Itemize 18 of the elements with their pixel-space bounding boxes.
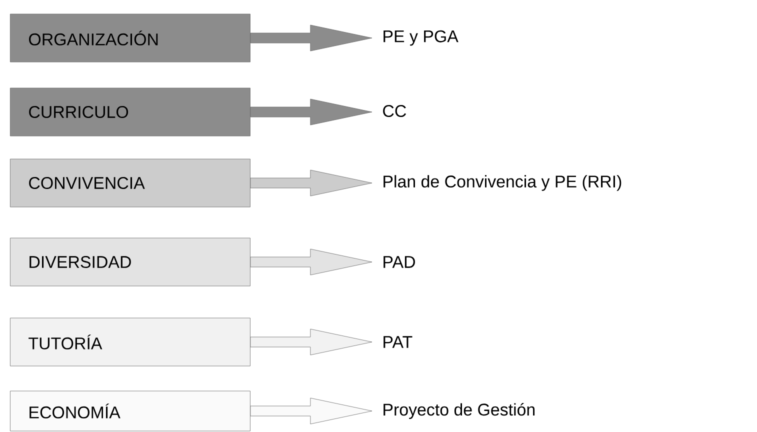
block-arrow xyxy=(250,24,372,52)
category-box: CONVIVENCIA xyxy=(10,158,250,208)
block-arrow xyxy=(250,328,372,356)
category-box: DIVERSIDAD xyxy=(10,238,250,286)
result-label: Plan de Convivencia y PE (RRI) xyxy=(384,175,622,191)
block-arrow xyxy=(250,398,372,424)
category-box: CURRICULO xyxy=(10,88,250,136)
category-box: ECONOMÍA xyxy=(10,390,250,432)
result-label: PAD xyxy=(384,256,415,268)
block-arrow xyxy=(250,248,372,276)
category-box: TUTORÍA xyxy=(10,318,250,366)
result-label: PAT xyxy=(384,336,412,348)
category-box: ORGANIZACIÓN xyxy=(10,14,250,62)
result-label: Proyecto de Gestión xyxy=(384,403,535,419)
block-arrow xyxy=(250,98,372,126)
block-arrow xyxy=(250,170,372,196)
result-label: PE y PGA xyxy=(384,30,458,46)
result-label: CC xyxy=(383,105,406,117)
